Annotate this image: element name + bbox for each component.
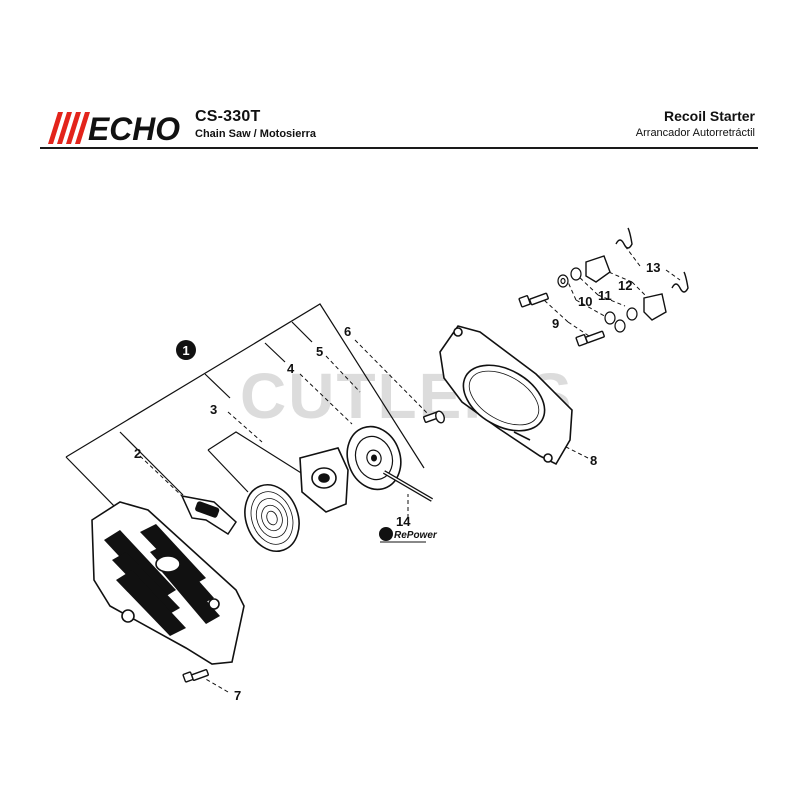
part-2-label: 2 <box>134 446 141 461</box>
starter-rope[interactable] <box>382 470 434 502</box>
repower-logo: RePower <box>379 527 438 543</box>
part-14-label: 14 <box>396 514 411 529</box>
part-5-label: 5 <box>316 344 323 359</box>
part-1-label: 1 <box>182 343 189 358</box>
product-subtitle: Chain Saw / Motosierra <box>195 128 317 140</box>
fan-cover[interactable] <box>439 325 573 466</box>
svg-text:ECHO: ECHO <box>88 111 180 146</box>
part-7-label: 7 <box>234 688 241 703</box>
starter-cover[interactable] <box>91 501 245 665</box>
part-4-label: 4 <box>287 361 295 376</box>
section-subtitle: Arrancador Autorretráctil <box>635 127 755 139</box>
echo-logo: ECHO <box>48 111 180 146</box>
part-1-callout[interactable]: 1 <box>176 340 196 360</box>
spring-13b[interactable] <box>671 271 689 293</box>
part-13-label: 13 <box>646 260 660 275</box>
bolt-9b[interactable] <box>575 330 605 347</box>
cover-screw[interactable] <box>182 669 209 683</box>
pawl-12a[interactable] <box>585 255 611 283</box>
pulley-screw[interactable] <box>423 410 445 424</box>
part-9-label: 9 <box>552 316 559 331</box>
spring-case[interactable] <box>299 447 349 513</box>
assembly-bracket <box>65 303 425 513</box>
recoil-spring[interactable] <box>236 477 308 559</box>
washers[interactable] <box>557 267 638 333</box>
section-title: Recoil Starter <box>663 108 755 124</box>
part-11-label: 11 <box>598 288 612 303</box>
part-3-label: 3 <box>210 402 217 417</box>
part-8-label: 8 <box>590 453 597 468</box>
bolt-9a[interactable] <box>518 292 549 308</box>
part-6-label: 6 <box>344 324 351 339</box>
pawl-12b[interactable] <box>643 293 667 321</box>
header-rule <box>40 147 758 149</box>
part-10-label: 10 <box>578 294 592 309</box>
spring-13a[interactable] <box>615 227 633 249</box>
svg-text:RePower: RePower <box>394 530 438 541</box>
starter-handle[interactable] <box>180 494 237 536</box>
part-12-label: 12 <box>618 278 632 293</box>
model-number: CS-330T <box>195 108 261 125</box>
